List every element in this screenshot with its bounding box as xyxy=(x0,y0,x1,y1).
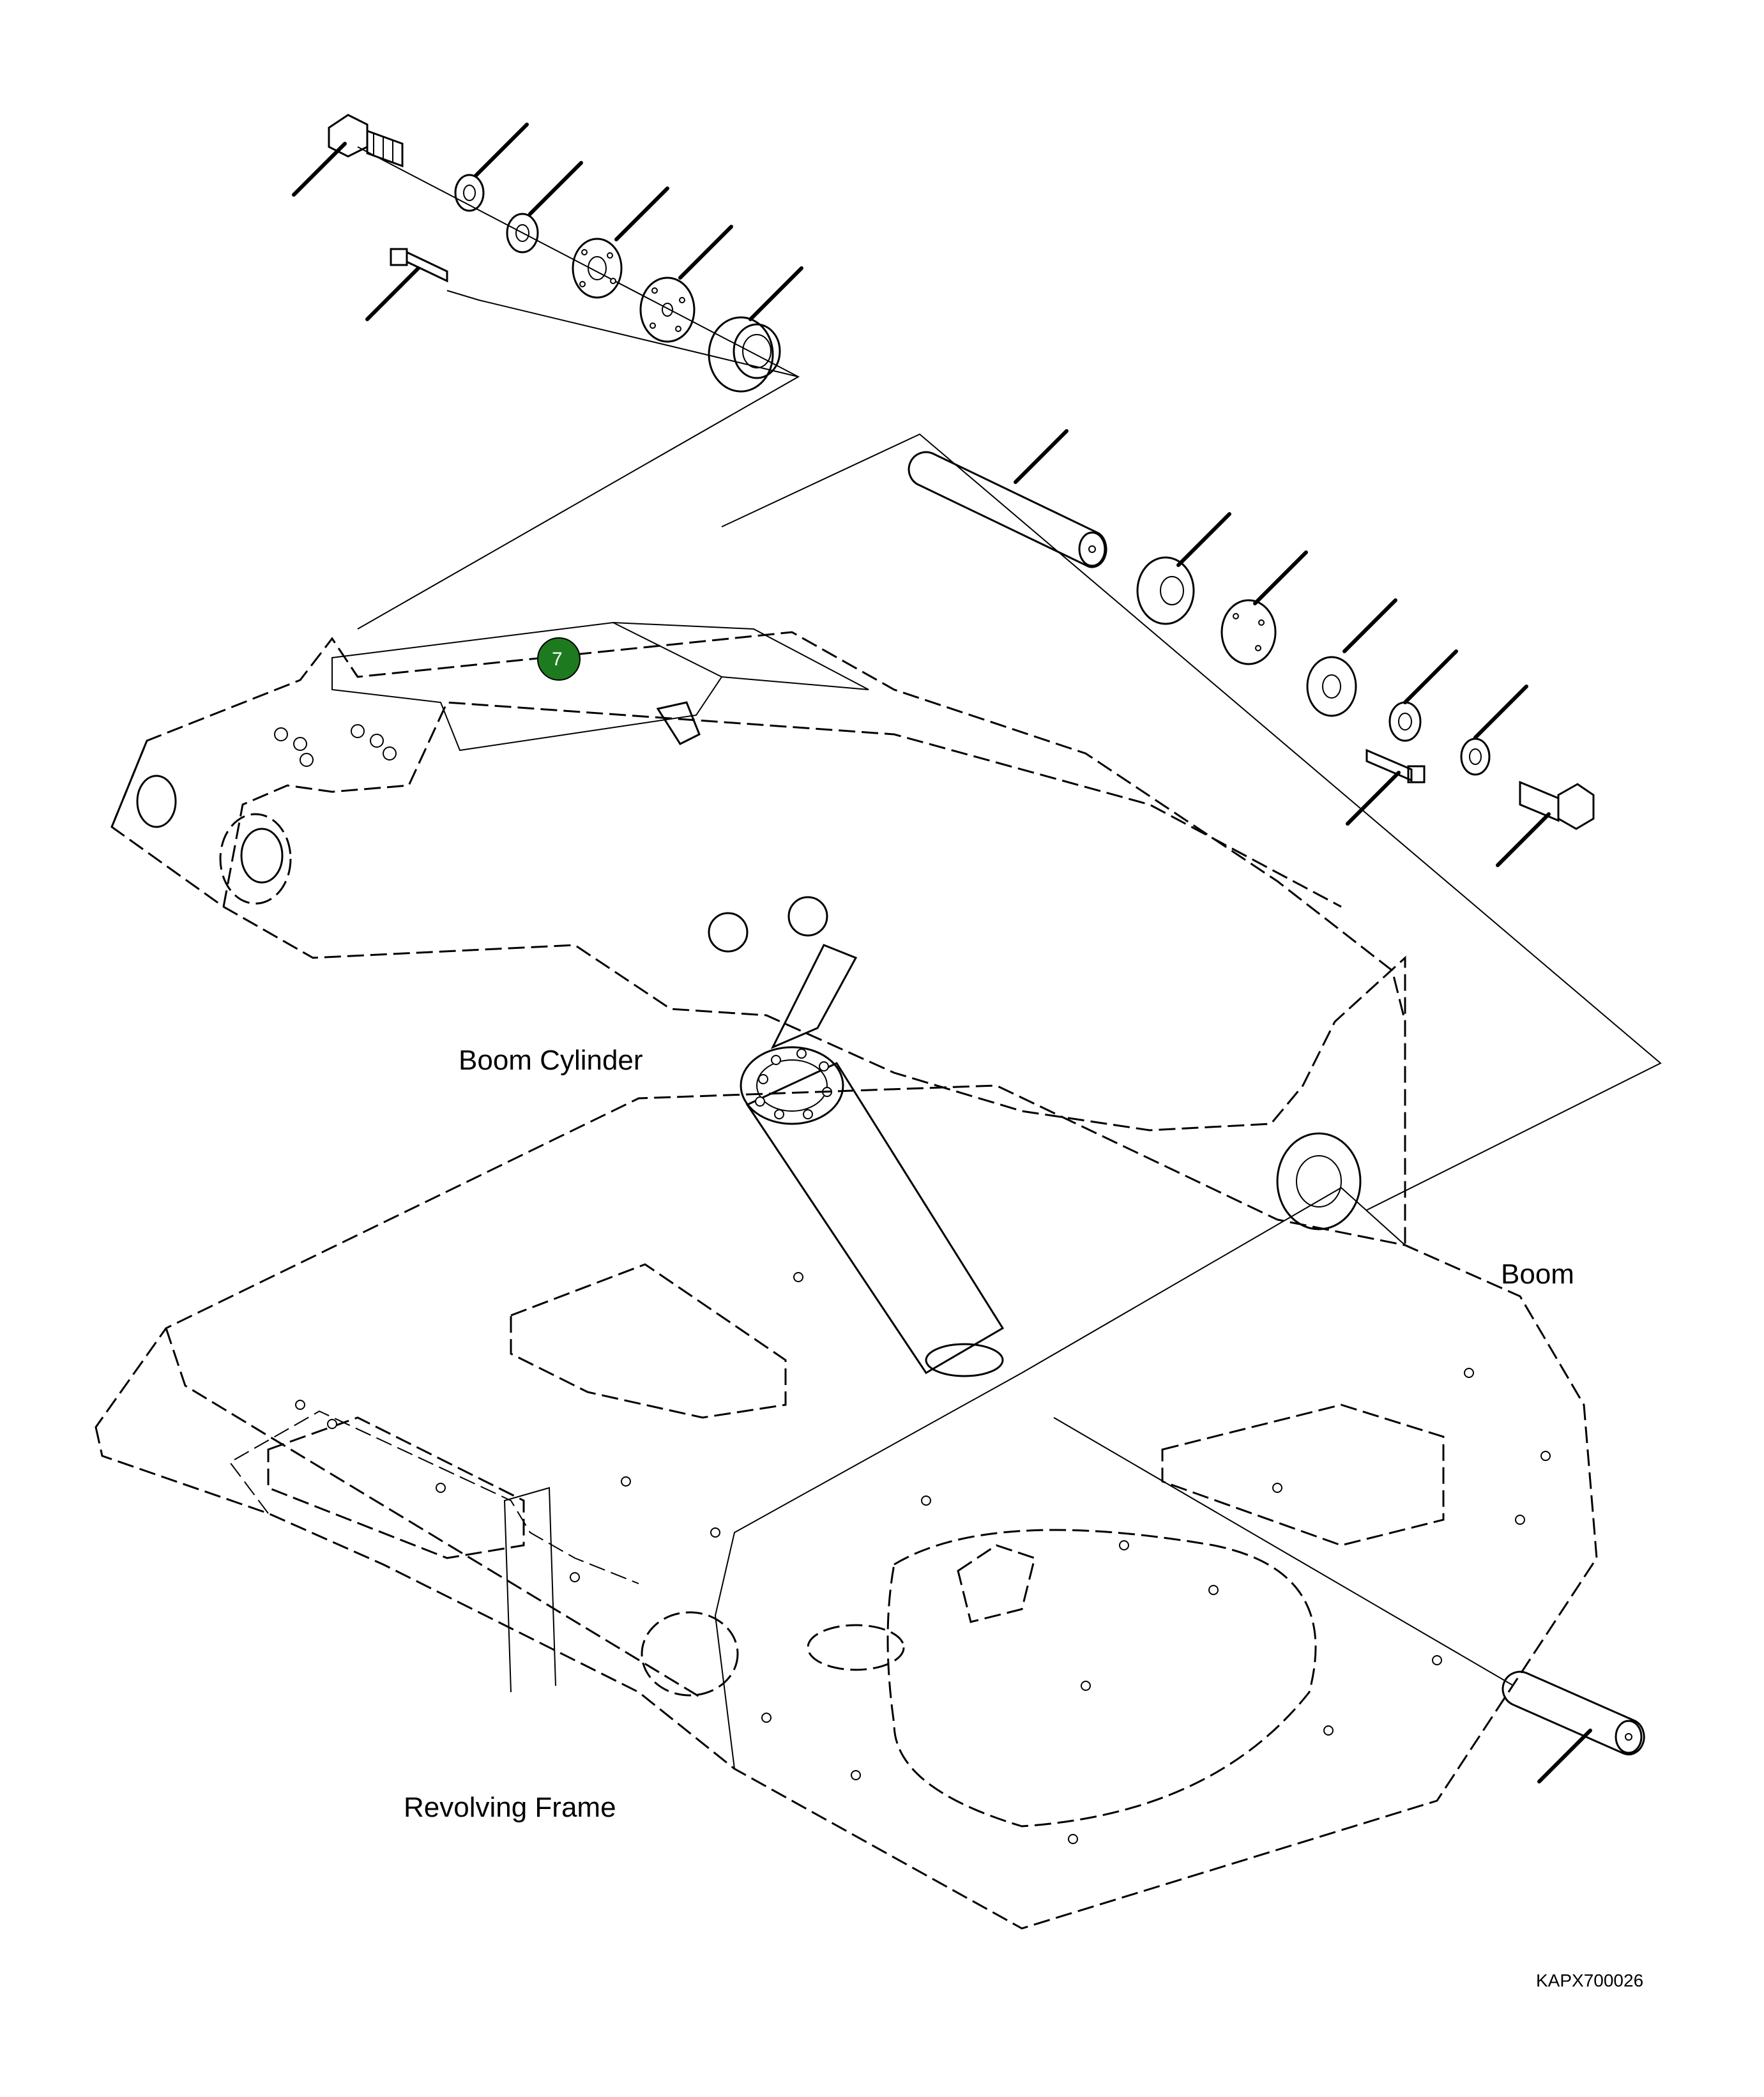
boom-body xyxy=(110,621,1406,1245)
leader-line xyxy=(365,266,420,321)
small-bolt-part xyxy=(390,248,448,283)
boom-cylinder xyxy=(740,944,1005,1377)
leader-line xyxy=(1473,685,1528,739)
leader-line xyxy=(1342,598,1397,653)
lock-plate-part xyxy=(1388,701,1422,742)
flange-plate-part xyxy=(1306,656,1357,717)
leader-line xyxy=(749,266,803,321)
callout-circle-icon[interactable] xyxy=(537,637,581,681)
leader-line xyxy=(292,142,347,197)
pin-part xyxy=(1502,1670,1645,1755)
leader-line xyxy=(1496,812,1551,867)
right-pin-assembly xyxy=(721,429,1662,1211)
lock-plate-part xyxy=(506,213,539,254)
pin-part xyxy=(908,451,1107,568)
leader-line xyxy=(1014,429,1068,484)
frame-bolt-holes xyxy=(295,1272,1551,1844)
shim-plate-part xyxy=(639,276,696,343)
bolt-part xyxy=(1519,780,1595,830)
lug-part xyxy=(787,896,828,937)
leader-line xyxy=(528,161,583,216)
drawing-code-label: KAPX700026 xyxy=(1536,1971,1643,1990)
leader-line xyxy=(614,186,669,241)
leader-line xyxy=(1537,1729,1592,1783)
flange-bushing-part xyxy=(1136,556,1195,625)
revolving-frame-label: Revolving Frame xyxy=(404,1792,616,1823)
leader-line xyxy=(1176,512,1231,567)
revolving-frame xyxy=(95,1084,1645,1930)
leader-line xyxy=(678,225,733,280)
washer-part xyxy=(454,174,485,212)
small-bolt-part xyxy=(1365,748,1426,784)
callout-number: 7 xyxy=(552,649,563,670)
bushing-part xyxy=(708,316,781,393)
bolt-part xyxy=(328,114,404,168)
leader-line xyxy=(1253,550,1308,605)
shim-plate-part xyxy=(1220,599,1277,665)
leader-line xyxy=(1403,649,1458,704)
hose-fittings xyxy=(274,724,397,767)
flange-plate-part xyxy=(572,238,623,299)
boom-cylinder-label: Boom Cylinder xyxy=(459,1045,643,1076)
lug-part xyxy=(708,912,749,953)
leader-line xyxy=(474,123,529,178)
upper-pin-assembly xyxy=(292,114,803,630)
callout-badge-7[interactable]: 7 xyxy=(537,637,581,681)
washer-part xyxy=(1460,738,1491,776)
leader-line xyxy=(1346,771,1401,826)
boom-label: Boom xyxy=(1501,1259,1574,1290)
